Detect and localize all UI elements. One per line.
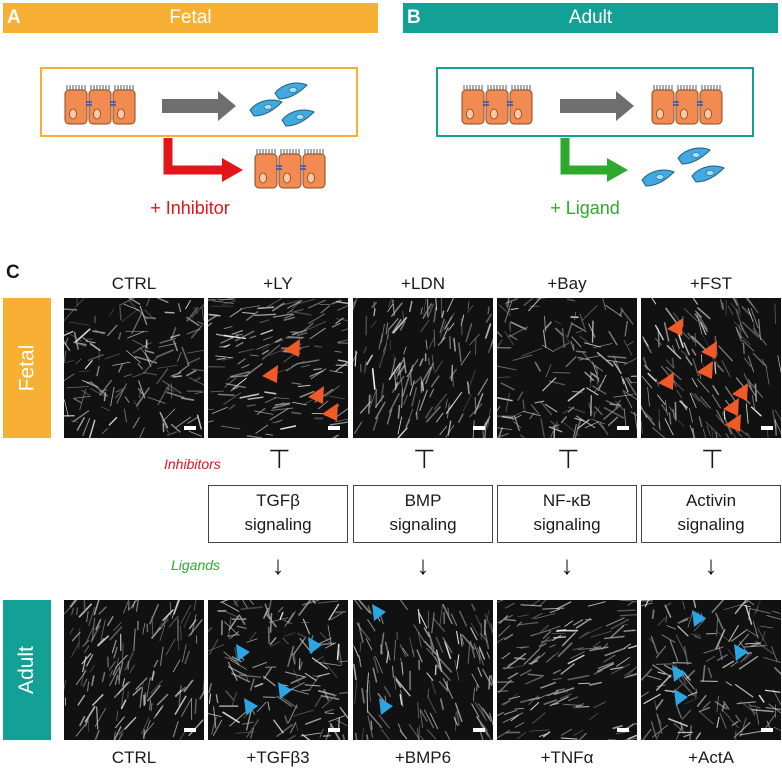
adult-epithelial-cells-icon — [462, 85, 532, 124]
scale-bar — [184, 728, 196, 732]
pathway-suffix: signaling — [389, 515, 457, 534]
ligand-mesenchymal-cells-icon — [641, 147, 725, 187]
ligand-label: + Ligand — [550, 198, 620, 218]
adult-micrograph-tnfa — [497, 600, 637, 740]
fetal-process-arrow-icon — [162, 91, 236, 121]
activate-arrow-tgfb: ↓ — [271, 550, 285, 580]
ligand-arrow-icon — [560, 138, 628, 182]
panel-c-letter: C — [6, 262, 20, 283]
inhibitor-label: + Inhibitor — [150, 198, 230, 218]
fetal-micrograph-bay — [497, 298, 637, 438]
adult-condition-label-tgfb3: +TGFβ3 — [246, 748, 310, 767]
fetal-condition-label-fst: +FST — [689, 274, 733, 293]
fetal-micrograph-ldn — [353, 298, 493, 438]
activate-arrow-nfkb: ↓ — [560, 550, 574, 580]
adult-micrograph-ctrl — [64, 600, 204, 740]
adult-condition-label-bmp6: +BMP6 — [394, 748, 452, 767]
fetal-condition-label-bay: +Bay — [547, 274, 587, 293]
panel-a-letter: A — [7, 7, 21, 28]
pathway-name: NF-κB — [542, 491, 592, 510]
ligands-label: Ligands — [171, 557, 221, 573]
pathway-suffix: signaling — [244, 515, 312, 534]
inhibitor-arrow-icon — [163, 138, 243, 182]
fetal-emt-schematic — [0, 82, 380, 240]
pathway-name: BMP — [404, 491, 442, 510]
scale-bar — [617, 728, 629, 732]
scale-bar — [617, 426, 629, 430]
adult-condition-label-ctrl: CTRL — [111, 748, 157, 767]
inhibit-symbol-nfkb: ⊤ — [557, 444, 580, 474]
pathway-name: Activin — [685, 491, 737, 510]
inhibitors-label: Inhibitors — [164, 456, 221, 472]
scale-bar — [761, 728, 773, 732]
pathway-box-bmp: BMP signaling — [353, 485, 493, 543]
scale-bar — [473, 426, 485, 430]
fetal-mesenchymal-cells-icon — [249, 82, 315, 127]
activate-arrow-activin: ↓ — [704, 550, 718, 580]
pathway-name: TGFβ — [256, 491, 300, 510]
panel-b-letter: B — [407, 7, 421, 28]
fetal-header-bar: A Fetal — [3, 3, 378, 33]
scale-bar — [328, 426, 340, 430]
adult-header-bar: B Adult — [403, 3, 778, 33]
adult-condition-label-acta: +ActA — [688, 748, 734, 767]
fetal-epithelial-cells-icon — [65, 85, 135, 124]
fetal-condition-label-ctrl: CTRL — [111, 274, 157, 293]
pathway-suffix: signaling — [677, 515, 745, 534]
scale-bar — [184, 426, 196, 430]
panel-a-title: Fetal — [169, 7, 212, 28]
pathway-suffix: signaling — [533, 515, 601, 534]
scale-bar — [761, 426, 773, 430]
fetal-micrograph-ctrl — [64, 298, 204, 438]
pathway-box-nfkb: NF-κB signaling — [497, 485, 637, 543]
scale-bar — [473, 728, 485, 732]
adult-micrograph-bmp6 — [353, 600, 493, 740]
panel-b-title: Adult — [568, 7, 613, 28]
adult-retained-epithelial-cells-icon — [652, 85, 722, 124]
adult-micrograph-tgfb3 — [208, 600, 348, 740]
adult-met-frame — [436, 67, 754, 137]
adult-process-arrow-icon — [560, 91, 634, 121]
fetal-condition-label-ldn: +LDN — [401, 274, 445, 293]
adult-micrograph-acta — [641, 600, 781, 740]
inhibit-symbol-activin: ⊤ — [701, 444, 724, 474]
fetal-micrograph-fst — [641, 298, 781, 438]
activate-arrow-bmp: ↓ — [416, 550, 430, 580]
inhibit-symbol-bmp: ⊤ — [413, 444, 436, 474]
adult-met-schematic — [400, 40, 725, 187]
fetal-row-label: Fetal — [3, 298, 51, 438]
scale-bar — [328, 728, 340, 732]
fetal-micrograph-ly — [208, 298, 348, 438]
pathway-box-activin: Activin signaling — [641, 485, 781, 543]
adult-condition-label-tnfa: +TNFα — [540, 748, 594, 767]
inhibit-symbol-tgfb: ⊤ — [268, 444, 291, 474]
fetal-condition-label-ly: +LY — [263, 274, 293, 293]
pathway-box-tgfb: TGFβ signaling — [208, 485, 348, 543]
adult-row-label: Adult — [3, 600, 51, 740]
fetal-emt-frame — [40, 67, 358, 137]
inhibited-epithelial-cells-icon — [255, 149, 325, 188]
